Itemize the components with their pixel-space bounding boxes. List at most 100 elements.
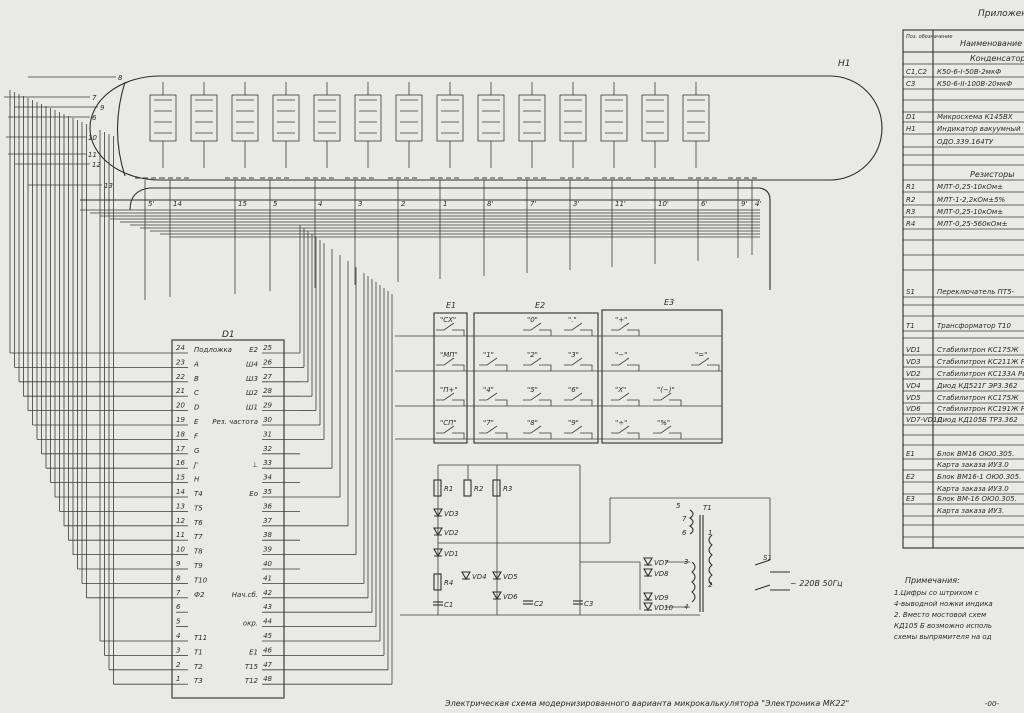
table-pos: H1 (906, 125, 916, 133)
key-switch (564, 357, 593, 371)
key-label: "2" (527, 351, 538, 359)
chip-pin-number: 48 (263, 675, 272, 683)
key-label: "=" (695, 351, 707, 359)
key-label: "СП" (440, 419, 457, 427)
digit-cell (231, 94, 259, 142)
table-pos: C3 (906, 80, 915, 88)
table-pos: S1 (906, 288, 915, 296)
chip-pin-number: 3 (176, 646, 180, 654)
chip-pin-number: 45 (263, 632, 272, 640)
key-switch (564, 425, 593, 439)
bus-label: 1 (443, 200, 447, 208)
component-label: 1 (708, 529, 712, 537)
table-pos: E1 (906, 450, 915, 458)
chip-pin-name: D (194, 404, 200, 412)
chip-pin-name: Ш4 (246, 360, 258, 368)
note-line: 2. Вместо мостовой схем (894, 611, 987, 619)
chip-pin-name: E (194, 418, 199, 426)
chip-pin-number: 32 (263, 445, 272, 453)
key-label: "0" (527, 316, 538, 324)
chip-pin-name: ⊥ (252, 461, 258, 469)
block-label-e2: E2 (535, 301, 545, 310)
chip-pin-name: T12 (245, 677, 259, 685)
key-label: "5" (527, 386, 538, 394)
table-name: Карта заказа ИУ3.0 (937, 485, 1009, 493)
key-switch (653, 425, 682, 439)
table-pos: VD5 (906, 394, 921, 402)
resistor (463, 479, 472, 497)
bus-label: 7' (530, 200, 536, 208)
table-pos: E2 (906, 473, 915, 481)
bus-label: 3 (358, 200, 362, 208)
key-switch (611, 392, 640, 406)
notes: Примечания:1.Цифры со штрихом с4-выводно… (894, 576, 993, 641)
component-label: 5 (676, 502, 681, 510)
transformer-winding (689, 509, 713, 603)
diode (643, 557, 653, 567)
key-label: "%" (657, 419, 670, 427)
indicator-tube (89, 75, 883, 181)
key-label: "−" (615, 351, 627, 359)
key-switch (523, 357, 552, 371)
digit-cell (190, 94, 218, 142)
block-label-e1: E1 (446, 301, 456, 310)
chip-label: D1 (222, 330, 235, 340)
component-label: VD8 (654, 570, 669, 578)
key-switch (653, 392, 682, 406)
key-switch (691, 357, 720, 371)
switch-s1 (754, 559, 790, 591)
table-name: Диод КД521Г ЭР3.362 (936, 382, 1018, 390)
key-label: "8" (527, 419, 538, 427)
key-switch (479, 392, 508, 406)
chip-pin-name: E2 (249, 346, 258, 354)
keypad-block-e1 (433, 312, 468, 444)
component-label: VD4 (472, 573, 487, 581)
chip-pin-name: H (194, 476, 200, 484)
digit-cell (436, 94, 464, 142)
key-label: "." (568, 316, 577, 324)
component-label: VD3 (444, 510, 459, 518)
table-name: Блок ВМ16 ОЮ0.305. (937, 450, 1014, 458)
bus-label: 4' (755, 200, 761, 208)
indicator-pin-label: 9 (100, 104, 105, 112)
key-label: "+" (615, 316, 627, 324)
chip-pin-number: 26 (263, 358, 272, 366)
table-name: Индикатор вакуумный (937, 125, 1021, 133)
key-switch (436, 425, 465, 439)
indicator-digits (149, 82, 710, 168)
component-label: T1 (703, 504, 712, 512)
key-label: "7" (483, 419, 494, 427)
chip-pin-name: Подложка (194, 346, 232, 354)
bus-label: 11' (615, 200, 626, 208)
chip-pin-number: 36 (263, 502, 272, 510)
indicator-pin-label: 6 (92, 114, 97, 122)
chip-pin-name: A (193, 360, 199, 368)
note-line: КД105 Б возможно исполь (894, 622, 992, 630)
chip-pin-number: 14 (176, 488, 185, 496)
bus-label: 2 (401, 200, 406, 208)
bus-label: 4 (318, 200, 322, 208)
digit-cell (518, 94, 546, 142)
table-name: Стабилитрон КС175Ж (937, 346, 1019, 354)
table-name: ОДО.339.164ТУ (937, 138, 994, 146)
key-label: "(−)" (657, 386, 675, 394)
chip-pin-name: T2 (194, 663, 203, 671)
table-pos: R3 (906, 208, 915, 216)
key-switch (523, 322, 552, 336)
chip-pin-number: 27 (263, 373, 272, 381)
table-pos: R2 (906, 196, 916, 204)
diode (643, 592, 653, 602)
chip-pin-name: B (194, 375, 199, 383)
table-pos: R4 (906, 220, 915, 228)
chip-pin-number: 11 (176, 531, 185, 539)
chip-pin-number: 7 (176, 589, 181, 597)
chip-pin-number: 17 (176, 445, 185, 453)
table-pos: VD2 (906, 370, 921, 378)
chip-pin-name: T1 (194, 648, 203, 656)
table-pos: E3 (906, 495, 915, 503)
chip-pin-number: 30 (263, 416, 272, 424)
chip-pin-name: Нач.сб. (232, 591, 258, 599)
table-name: Карта заказа ИУ3. (937, 507, 1004, 515)
component-label: S1 (763, 554, 772, 562)
key-switch (523, 392, 552, 406)
